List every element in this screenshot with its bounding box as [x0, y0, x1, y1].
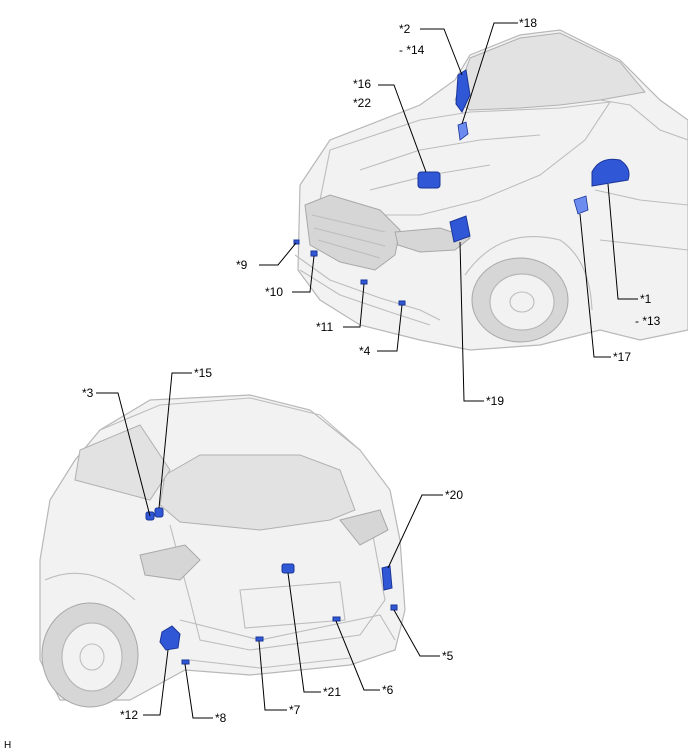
part-19-unit	[449, 215, 471, 243]
label-14: - *14	[399, 43, 425, 57]
label-8: *8	[215, 711, 227, 725]
part-7-sensor	[255, 636, 264, 642]
part-21-unit	[281, 563, 295, 574]
label-15: *15	[194, 366, 212, 380]
label-20: *20	[445, 488, 463, 502]
part-15-unit	[154, 507, 164, 518]
part-1-outer-mirror	[591, 158, 630, 187]
label-13: - *13	[635, 314, 661, 328]
part-11-sensor	[360, 279, 368, 285]
part-17-mirror-base	[573, 195, 589, 215]
label-22: *22	[353, 96, 371, 110]
label-5: *5	[442, 649, 454, 663]
label-11: *11	[316, 320, 333, 334]
part-9-sensor	[293, 239, 300, 245]
part-10-sensor	[310, 250, 318, 257]
label-17: *17	[613, 350, 631, 364]
front-parts	[293, 69, 630, 306]
part-16-unit	[417, 171, 441, 189]
label-6: *6	[382, 683, 394, 697]
part-6-sensor	[332, 616, 341, 622]
label-3: *3	[82, 386, 94, 400]
part-12-unit	[159, 625, 181, 651]
label-9: *9	[236, 258, 248, 272]
label-7: *7	[289, 703, 301, 717]
part-2-inner-mirror	[455, 69, 471, 113]
label-4: *4	[359, 344, 371, 358]
leader-lines	[96, 22, 638, 719]
label-21: *21	[323, 685, 341, 699]
part-4-sensor	[398, 300, 406, 306]
label-12: *12	[120, 708, 138, 722]
label-16: *16	[353, 77, 371, 91]
part-8-sensor	[181, 659, 190, 665]
part-18-mirror-bracket	[457, 121, 469, 141]
rear-vehicle-illustration	[39, 394, 406, 708]
label-18: *18	[519, 16, 537, 30]
label-19: *19	[486, 394, 504, 408]
callout-labels: *2 - *14 *18 *16 *22 *9 *10 *11 *4 *19 *…	[4, 16, 661, 751]
label-10: *10	[265, 285, 283, 299]
part-5-sensor	[390, 604, 398, 611]
rear-parts	[145, 507, 398, 665]
part-20-unit	[381, 565, 393, 591]
label-2: *2	[399, 22, 411, 36]
corner-mark: H	[4, 740, 11, 751]
front-vehicle-illustration	[294, 29, 688, 351]
label-1: *1	[640, 292, 652, 306]
